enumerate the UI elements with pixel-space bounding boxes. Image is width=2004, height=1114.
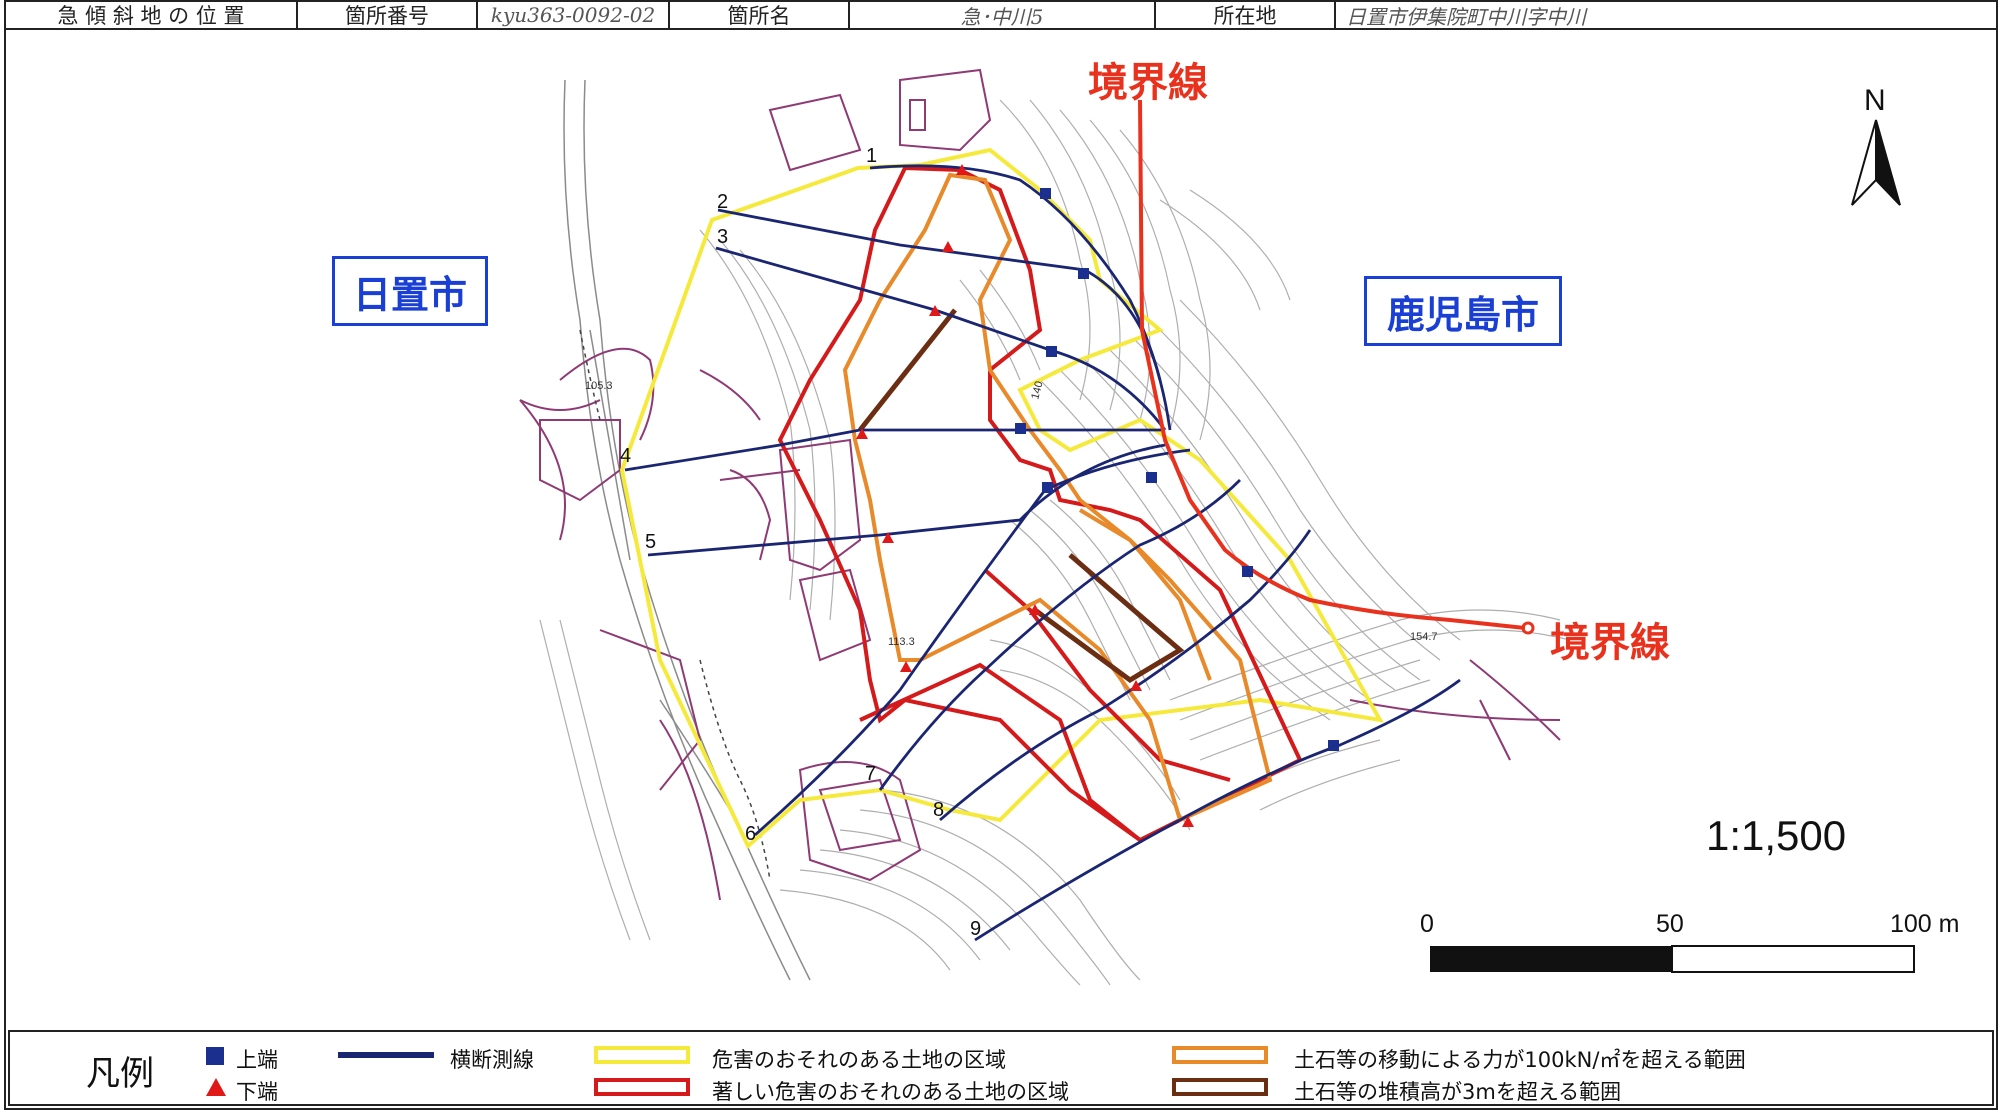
red-box-icon <box>594 1078 690 1096</box>
scale-tick-100: 100 m <box>1890 910 1960 938</box>
cross-section-line-9 <box>974 678 1461 942</box>
section-number-7: 7 <box>865 763 876 785</box>
cross-section-line-5 <box>647 443 1166 557</box>
section-number-1: 1 <box>866 145 877 167</box>
boundary-label-top: 境界線 <box>1088 60 1208 106</box>
header-id-value: kyu363-0092-02 <box>478 2 670 28</box>
severe-zone-red-lower <box>859 662 1142 842</box>
legend-top-end: 上端 <box>236 1048 278 1072</box>
header-name-value: 急･中川5 <box>850 2 1156 28</box>
map-frame <box>4 28 1998 1110</box>
contour-lines <box>539 99 1571 986</box>
section-numbers: 1 2 3 4 5 6 7 8 9 <box>620 145 981 940</box>
boundary-line <box>1138 99 1526 630</box>
header-title: 急 傾 斜 地 の 位 置 <box>6 2 298 28</box>
orange-box-icon <box>1172 1046 1268 1064</box>
scale-tick-0: 0 <box>1420 910 1434 938</box>
force-range-orange-2 <box>1078 508 1212 681</box>
property-lines <box>519 68 1561 901</box>
bottom-end-triangle-icon <box>206 1078 226 1096</box>
legend: 凡例 上端 下端 横断測線 危害のおそれのある土地の区域 著しい危害のおそれのあ… <box>8 1030 1994 1106</box>
deposit-range-brown-2 <box>1033 553 1185 684</box>
boundary-label-right: 境界線 <box>1550 620 1670 666</box>
header-address-value: 日置市伊集院町中川字中川 <box>1346 4 1586 29</box>
cross-section-line-4 <box>624 428 1165 472</box>
legend-danger-zone: 危害のおそれのある土地の区域 <box>712 1048 1006 1072</box>
header-bar: 急 傾 斜 地 の 位 置 箇所番号 kyu363-0092-02 箇所名 急･… <box>4 0 1998 30</box>
section-number-6: 6 <box>745 823 756 845</box>
yellow-box-icon <box>594 1046 690 1064</box>
top-end-markers <box>1015 188 1339 751</box>
header-name-label: 箇所名 <box>670 2 850 28</box>
boundary-line-end <box>1521 621 1535 635</box>
scale-tick-50: 50 <box>1656 910 1684 938</box>
elevation-label-4: 154.7 <box>1410 631 1438 643</box>
legend-bottom-end: 下端 <box>236 1080 278 1104</box>
legend-cross-section: 横断測線 <box>450 1048 534 1072</box>
header-address-label: 所在地 <box>1156 2 1336 28</box>
road-lines <box>563 79 811 981</box>
cross-section-line-icon <box>338 1052 434 1058</box>
city-label-hioki: 日置市 <box>332 256 488 326</box>
top-end-square-icon <box>206 1047 224 1065</box>
section-number-9: 9 <box>970 918 981 940</box>
elevation-label-2: 140 <box>1029 380 1045 401</box>
legend-force-range: 土石等の移動による力が100kN/㎡を超える範囲 <box>1294 1048 1746 1072</box>
hazard-map: 1 2 3 4 5 6 7 8 9 105.3 140 113.3 154.7 <box>519 68 1915 986</box>
scale-bar <box>1430 945 1915 973</box>
section-number-8: 8 <box>933 799 944 821</box>
cross-section-line-7 <box>878 479 1241 791</box>
deposit-range-brown-1 <box>858 308 957 432</box>
north-label: N <box>1864 84 1886 117</box>
bottom-end-markers <box>856 164 1194 827</box>
force-range-orange <box>842 172 1273 823</box>
legend-deposit-range: 土石等の堆積高が3mを超える範囲 <box>1294 1080 1622 1104</box>
scale-ratio: 1:1,500 <box>1706 812 1847 859</box>
city-label-kagoshima: 鹿児島市 <box>1364 276 1562 346</box>
severe-zone-red-inner <box>983 568 1231 782</box>
section-number-2: 2 <box>717 191 728 213</box>
cross-section-line-6 <box>754 448 1191 837</box>
north-arrow-icon <box>1851 119 1901 206</box>
legend-severe-danger-zone: 著しい危害のおそれのある土地の区域 <box>712 1080 1069 1104</box>
cross-section-line-8 <box>939 529 1312 822</box>
section-number-5: 5 <box>645 531 656 553</box>
section-number-4: 4 <box>620 445 631 467</box>
brown-box-icon <box>1172 1078 1268 1096</box>
legend-title: 凡例 <box>86 1054 154 1094</box>
severe-zone-red <box>777 165 1303 843</box>
header-id-label: 箇所番号 <box>298 2 478 28</box>
dashed-road <box>579 329 771 881</box>
elevation-label-1: 105.3 <box>585 380 613 392</box>
section-number-3: 3 <box>717 226 728 248</box>
elevation-label-3: 113.3 <box>888 636 915 648</box>
